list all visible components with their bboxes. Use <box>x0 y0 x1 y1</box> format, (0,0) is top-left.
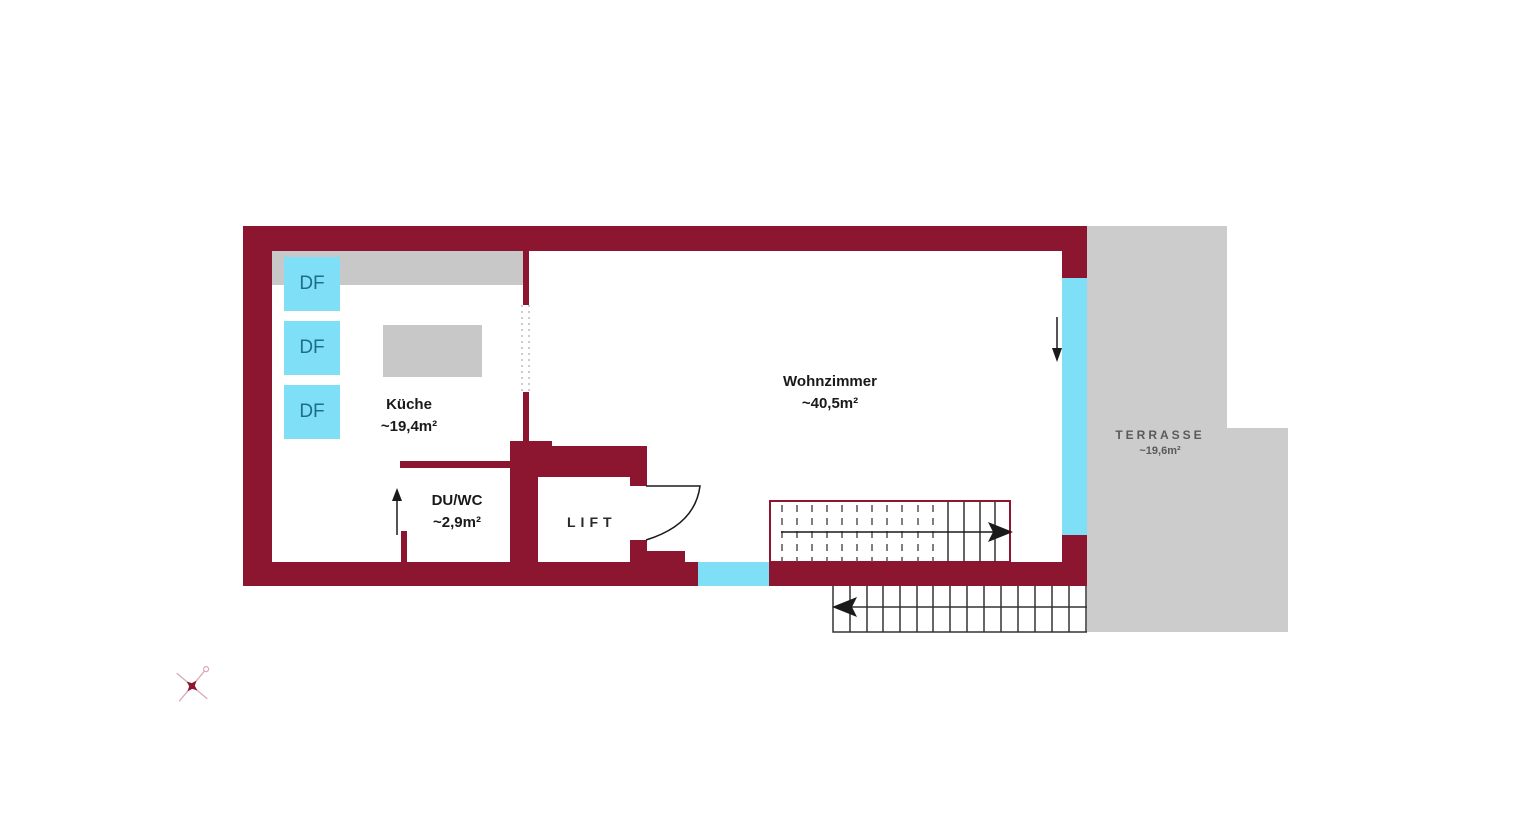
terrace-area <box>1087 226 1288 632</box>
room-label-kueche: Küche ~19,4m² <box>381 394 437 438</box>
room-area: ~19,4m² <box>380 418 438 435</box>
room-area: ~19,6m² <box>1139 445 1181 457</box>
outer-walls <box>243 226 1087 586</box>
room-label-terrasse: TERRASSE ~19,6m² <box>1115 428 1204 457</box>
room-label-wohnzimmer: Wohnzimmer ~40,5m² <box>783 371 877 415</box>
room-name: Küche <box>386 396 432 413</box>
lift-door-swing <box>645 485 701 541</box>
room-name: Wohnzimmer <box>783 373 877 390</box>
skylight-1: DF <box>284 257 340 311</box>
lift-label: LIFT <box>567 514 617 530</box>
skylight-2: DF <box>284 321 340 375</box>
lower-staircase <box>832 586 1087 633</box>
interior-walls <box>400 251 698 586</box>
room-name: TERRASSE <box>1115 428 1205 442</box>
window-arrow-icon <box>1052 317 1062 362</box>
stair-down-arrow-icon <box>832 597 857 617</box>
stair-up-arrow-icon <box>988 522 1013 542</box>
compass-rose-icon <box>176 666 210 702</box>
room-area: ~40,5m² <box>801 395 859 412</box>
sliding-door <box>521 305 530 392</box>
room-name: DU/WC <box>431 492 483 509</box>
kitchen-island <box>383 325 482 377</box>
room-label-du-wc: DU/WC ~2,9m² <box>432 490 483 534</box>
entry-arrow-icon <box>392 488 402 535</box>
skylight-3: DF <box>284 385 340 439</box>
windows <box>698 278 1087 586</box>
room-area: ~2,9m² <box>433 514 481 531</box>
upper-staircase <box>769 500 1013 563</box>
